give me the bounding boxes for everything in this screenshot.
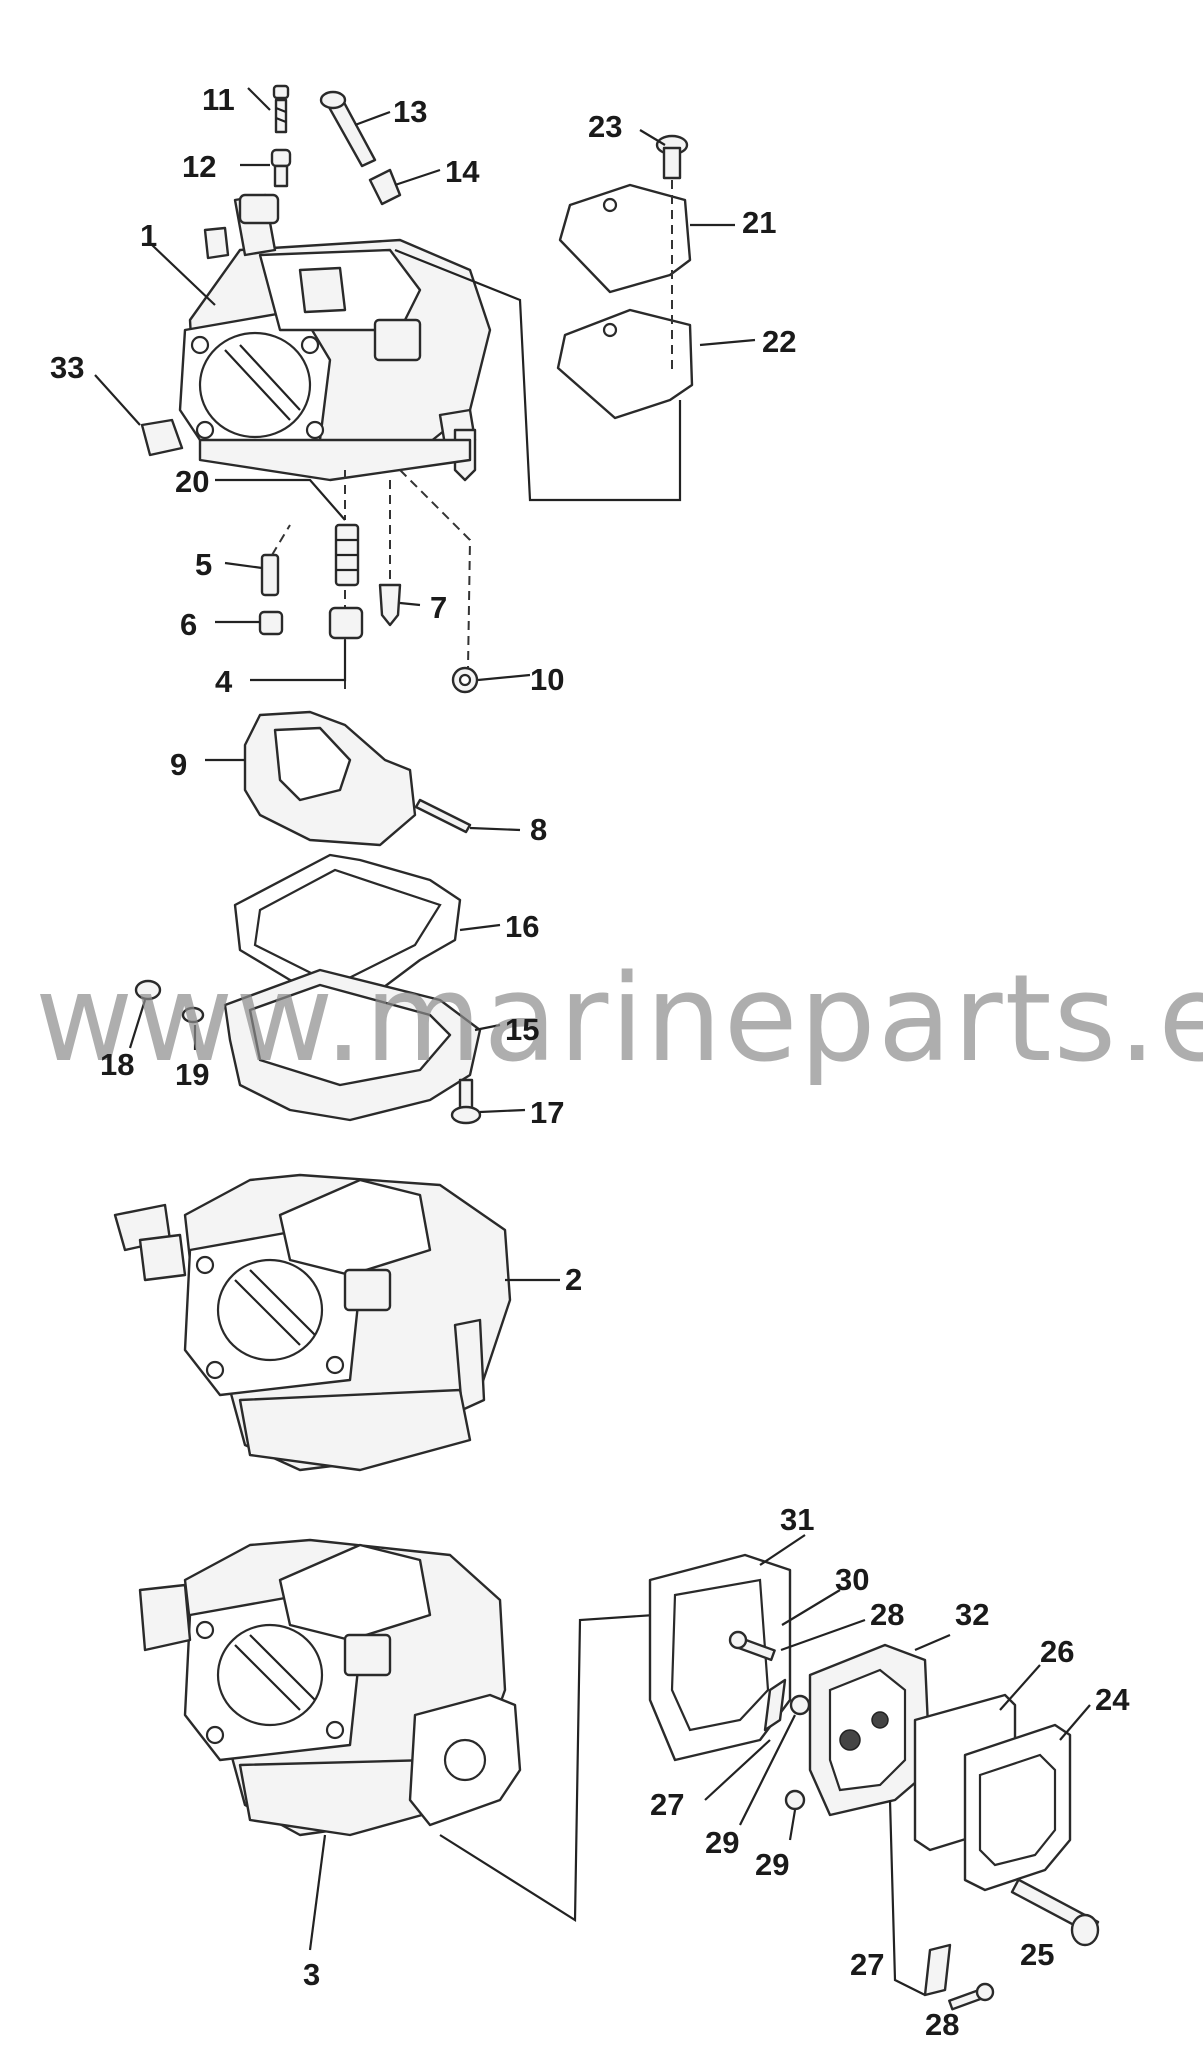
part-11-screw — [272, 84, 290, 134]
part-15-float-bowl — [223, 968, 482, 1122]
carburetor-assembly-part-3 — [138, 1538, 522, 1837]
callout-14: 14 — [445, 154, 480, 189]
part-12-screw — [270, 148, 292, 188]
callout-32: 32 — [955, 1597, 989, 1632]
part-14-spring — [368, 168, 402, 206]
callout-23: 23 — [588, 109, 622, 144]
callout-27: 27 — [850, 1947, 884, 1982]
part-29-nut-lower — [784, 1789, 806, 1811]
callout-8: 8 — [530, 812, 547, 847]
callout-29: 29 — [755, 1847, 789, 1882]
part-8-float-pin — [414, 798, 472, 834]
callout-27: 27 — [650, 1787, 684, 1822]
part-19-washer — [181, 1006, 205, 1024]
callout-11: 11 — [202, 82, 235, 117]
callout-30: 30 — [835, 1562, 869, 1597]
part-4-main-jet — [328, 606, 364, 640]
callout-25: 25 — [1020, 1937, 1054, 1972]
carburetor-assembly-part-2 — [113, 1173, 512, 1472]
callout-2: 2 — [565, 1262, 582, 1297]
part-22-gasket — [556, 308, 694, 420]
part-6-jet — [258, 610, 284, 636]
callout-29: 29 — [705, 1825, 739, 1860]
callout-28: 28 — [870, 1597, 904, 1632]
callout-7: 7 — [430, 590, 447, 625]
part-27-check-valve-upper — [763, 1678, 787, 1732]
callout-16: 16 — [505, 909, 539, 944]
callout-12: 12 — [182, 149, 216, 184]
part-23-screw — [655, 134, 689, 180]
part-9-float — [243, 710, 417, 847]
callout-1: 1 — [140, 218, 157, 253]
callout-31: 31 — [780, 1502, 814, 1537]
callout-24: 24 — [1095, 1682, 1130, 1717]
part-7-needle-valve — [378, 583, 402, 627]
callout-20: 20 — [175, 464, 209, 499]
part-5-jet — [260, 553, 280, 597]
part-17-drain-screw — [450, 1078, 482, 1125]
callout-5: 5 — [195, 547, 212, 582]
callout-33: 33 — [50, 350, 84, 385]
callout-13: 13 — [393, 94, 427, 129]
part-20-emulsion-tube — [334, 523, 360, 587]
part-28-screw-lower — [948, 1982, 995, 2011]
carburetor-body-part-1 — [178, 193, 492, 482]
callout-10: 10 — [530, 662, 564, 697]
callout-28: 28 — [925, 2007, 959, 2042]
part-27-check-valve-lower — [923, 1943, 952, 1997]
part-10-plug — [451, 666, 479, 694]
part-33-lever — [140, 418, 184, 457]
callout-15: 15 — [505, 1012, 539, 1047]
callout-3: 3 — [303, 1957, 320, 1992]
callout-labels: 1 2 3 4 5 6 7 8 9 10 11 12 13 14 15 16 1… — [50, 82, 1130, 2042]
callout-19: 19 — [175, 1057, 209, 1092]
part-29-washer-upper — [789, 1694, 811, 1716]
callout-4: 4 — [215, 664, 233, 699]
callout-26: 26 — [1040, 1634, 1074, 1669]
callout-18: 18 — [100, 1047, 134, 1082]
watermark: www.marineparts.eu — [35, 950, 1203, 1089]
part-21-cover — [558, 183, 692, 294]
part-18-screw — [134, 979, 162, 1001]
callout-22: 22 — [762, 324, 796, 359]
callout-9: 9 — [170, 747, 187, 782]
part-28-screw-upper — [728, 1630, 776, 1662]
callout-17: 17 — [530, 1095, 564, 1130]
part-13-screw-head — [319, 90, 347, 110]
callout-21: 21 — [742, 205, 776, 240]
callout-6: 6 — [180, 607, 197, 642]
leader-lines — [94, 87, 1091, 1951]
part-25-bolt — [1010, 1878, 1100, 1947]
